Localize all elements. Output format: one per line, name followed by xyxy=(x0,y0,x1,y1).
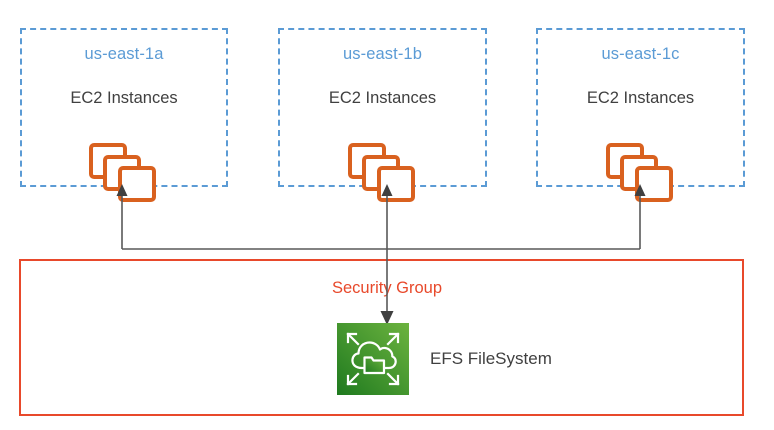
availability-zone-us-east-1b: us-east-1b EC2 Instances xyxy=(278,28,487,202)
az-label: us-east-1a xyxy=(84,45,164,63)
az-resource-label: EC2 Instances xyxy=(70,89,178,107)
az-resource-label: EC2 Instances xyxy=(586,89,695,107)
availability-zone-us-east-1a: us-east-1a EC2 Instances xyxy=(20,28,228,202)
ec2-instances-icon xyxy=(347,142,419,204)
efs-filesystem-icon xyxy=(337,323,409,395)
az-label: us-east-1c xyxy=(601,45,680,63)
ec2-instances-icon xyxy=(605,142,677,204)
az-label: us-east-1b xyxy=(343,45,422,63)
security-group-box xyxy=(19,259,744,416)
security-group-label: Security Group xyxy=(331,279,443,297)
availability-zone-us-east-1c: us-east-1c EC2 Instances xyxy=(536,28,745,202)
efs-filesystem-label: EFS FileSystem xyxy=(430,349,552,368)
ec2-instances-icon xyxy=(88,142,160,204)
az-resource-label: EC2 Instances xyxy=(328,89,437,107)
